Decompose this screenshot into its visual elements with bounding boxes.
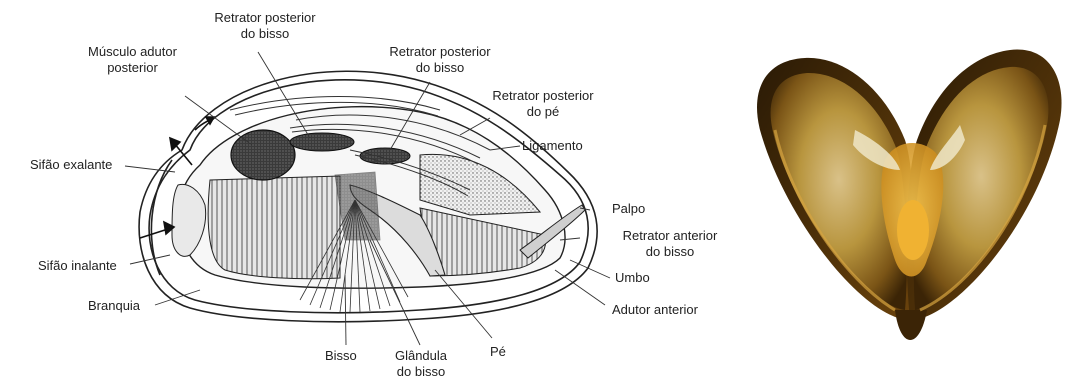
label-pe: Pé (490, 344, 506, 360)
label-retrator-posterior-bisso-2: Retrator posterior do bisso (365, 44, 515, 76)
label-line: do pé (468, 104, 618, 120)
label-line: do bisso (610, 244, 730, 260)
label-line: Retrator posterior (365, 44, 515, 60)
label-line: Músculo adutor (70, 44, 195, 60)
label-line: do bisso (190, 26, 340, 42)
retractor-oval-1 (290, 133, 354, 151)
label-line: Retrator posterior (468, 88, 618, 104)
label-line: posterior (70, 60, 195, 76)
label-branquia: Branquia (88, 298, 140, 314)
label-glandula-bisso: Glândula do bisso (385, 348, 457, 380)
label-sifao-inalante: Sifão inalante (38, 258, 117, 274)
label-adutor-anterior: Adutor anterior (612, 302, 698, 318)
label-bisso: Bisso (325, 348, 357, 364)
label-line: do bisso (365, 60, 515, 76)
label-retrator-posterior-pe: Retrator posterior do pé (468, 88, 618, 120)
opened-mussel-photo (745, 20, 1075, 375)
label-sifao-exalante: Sifão exalante (30, 157, 112, 173)
posterior-adductor (231, 130, 295, 180)
label-line: Retrator posterior (190, 10, 340, 26)
label-musculo-adutor-posterior: Músculo adutor posterior (70, 44, 195, 76)
label-line: Retrator anterior (610, 228, 730, 244)
label-palpo: Palpo (612, 201, 645, 217)
label-line: Glândula (385, 348, 457, 364)
label-retrator-posterior-bisso-1: Retrator posterior do bisso (190, 10, 340, 42)
label-umbo: Umbo (615, 270, 650, 286)
gonad (897, 200, 929, 260)
hinge (895, 310, 927, 340)
retractor-oval-2 (360, 148, 410, 164)
label-line: do bisso (385, 364, 457, 380)
label-retrator-anterior-bisso: Retrator anterior do bisso (610, 228, 730, 260)
label-ligamento: Ligamento (522, 138, 583, 154)
